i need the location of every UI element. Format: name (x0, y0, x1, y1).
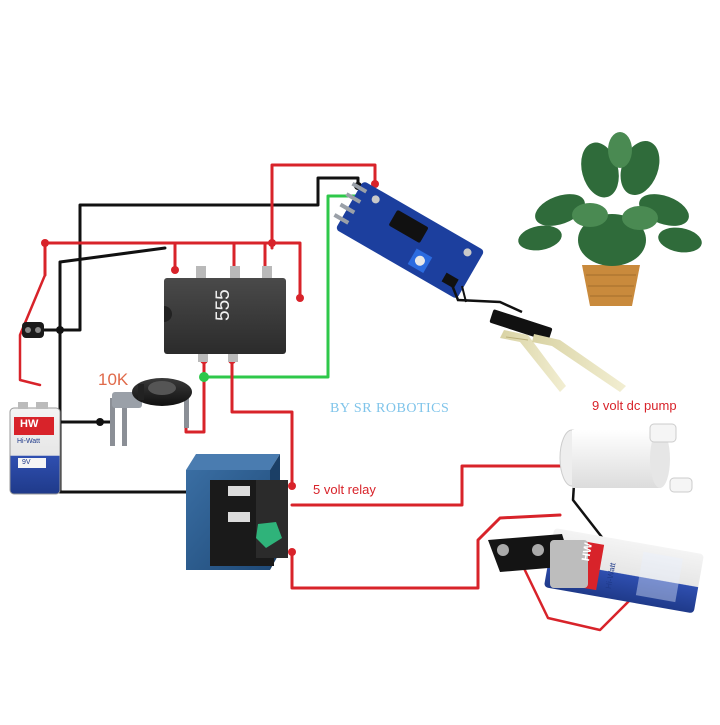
junction-green (199, 372, 209, 382)
wire-red-pump (290, 464, 574, 507)
pump (559, 423, 693, 493)
potentiometer-label: 10K (98, 370, 129, 389)
relay (186, 454, 288, 570)
pump-label: 9 volt dc pump (592, 398, 677, 413)
plant (518, 132, 702, 306)
ic-label-text: 555 (213, 289, 234, 321)
watermark: BY SR ROBOTICS (330, 401, 450, 416)
battery-left-text: Hi-Watt (17, 438, 41, 445)
moisture-sensor-module (333, 181, 523, 314)
wire-red-left-rail (43, 241, 302, 300)
wire-red-battery2 (290, 513, 562, 590)
wire-black-left (58, 246, 224, 494)
potentiometer (110, 378, 192, 446)
wire-red-battery2-clip (518, 558, 632, 632)
battery-left-clip (22, 322, 44, 338)
battery-right-clip (488, 534, 588, 588)
wire-red-battery (18, 273, 47, 387)
soil-probe (489, 309, 626, 392)
ic-555 (164, 266, 286, 362)
wire-red-relay-coil (230, 358, 294, 488)
battery-left (9, 402, 61, 495)
wire-red-top (270, 163, 377, 250)
wire-black-top (56, 176, 360, 332)
battery-left-brand: HW (20, 418, 39, 430)
battery-left-volt: 9V (22, 459, 31, 466)
ic-label: 555 (212, 289, 236, 342)
relay-label: 5 volt relay (313, 482, 376, 497)
